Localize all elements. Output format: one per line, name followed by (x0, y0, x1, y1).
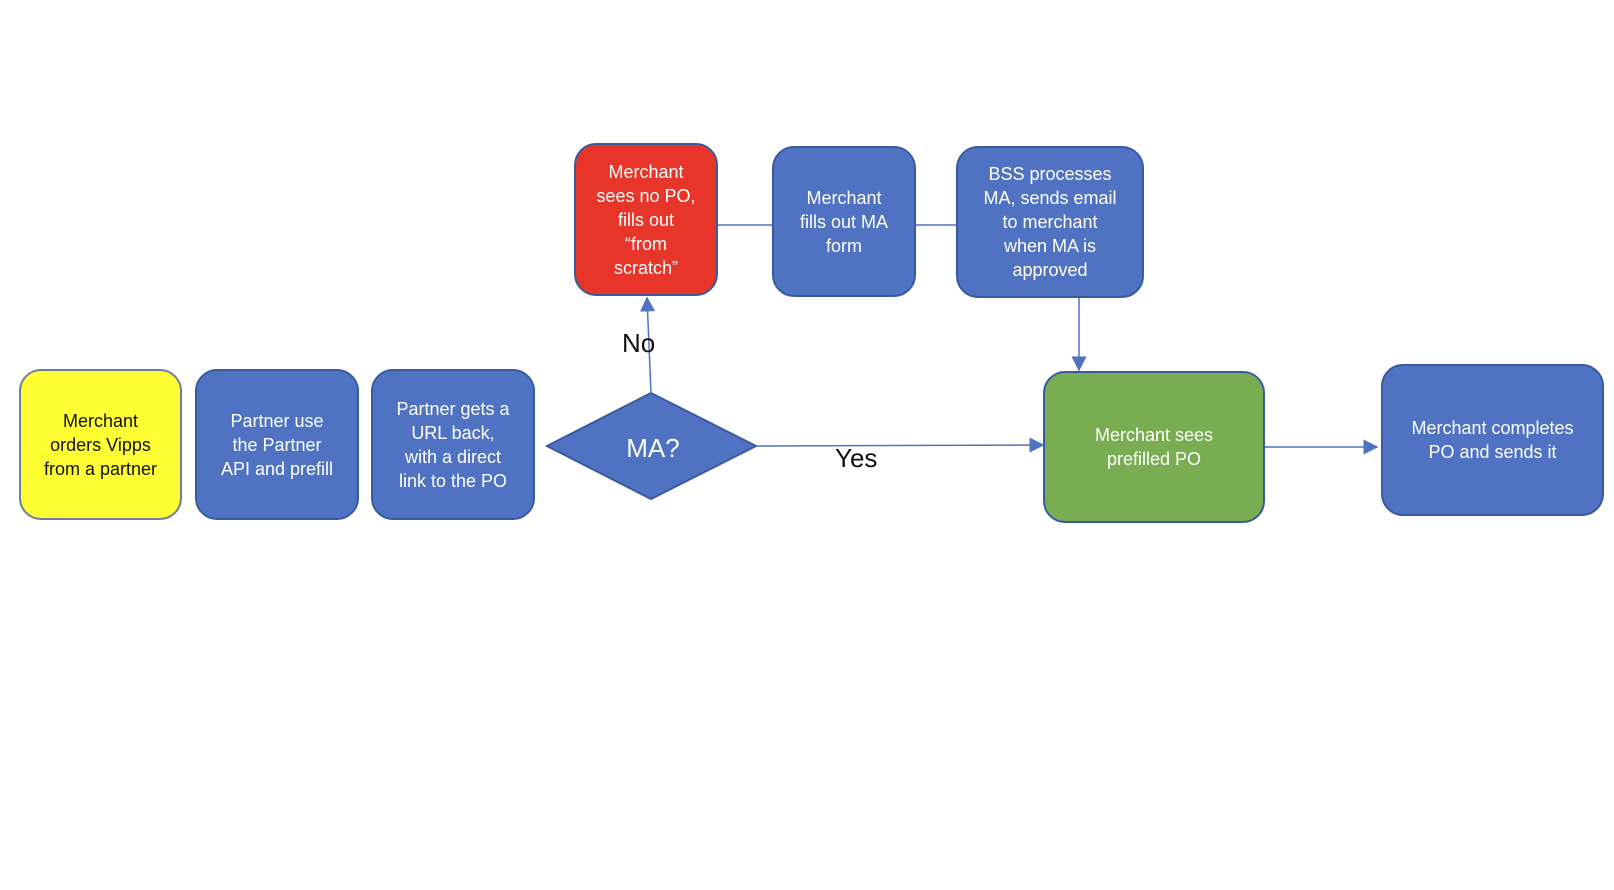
node-ma-form-label: Merchant fills out MA form (799, 187, 889, 256)
node-complete-label: Merchant completes PO and sends it (1411, 418, 1574, 462)
node-merchant-orders-label: Merchant orders Vipps from a partner (43, 410, 158, 479)
node-prefilled-label: Merchant sees prefilled PO (1094, 425, 1214, 469)
decision-label: MA? (626, 432, 680, 463)
node-complete: Merchant completes PO and sends it (1381, 364, 1604, 516)
node-ma-form: Merchant fills out MA form (772, 146, 916, 297)
node-merchant-orders: Merchant orders Vipps from a partner (19, 369, 182, 520)
node-partner-api: Partner use the Partner API and prefill (195, 369, 359, 520)
node-prefilled: Merchant sees prefilled PO (1043, 371, 1265, 523)
node-bss: BSS processes MA, sends email to merchan… (956, 146, 1144, 298)
node-bss-label: BSS processes MA, sends email to merchan… (983, 164, 1117, 280)
node-no-po-label: Merchant sees no PO, fills out “from scr… (596, 161, 696, 278)
connector-no (640, 296, 656, 394)
edge-label-yes: Yes (835, 443, 878, 473)
node-partner-url: Partner gets a URL back, with a direct l… (371, 369, 535, 520)
node-partner-url-label: Partner gets a URL back, with a direct l… (396, 398, 510, 491)
connector-yes (755, 437, 1045, 453)
decision-diamond (544, 391, 759, 501)
node-no-po: Merchant sees no PO, fills out “from scr… (574, 143, 718, 296)
node-partner-api-label: Partner use the Partner API and prefill (220, 410, 334, 479)
edge-label-no: No (622, 328, 656, 358)
